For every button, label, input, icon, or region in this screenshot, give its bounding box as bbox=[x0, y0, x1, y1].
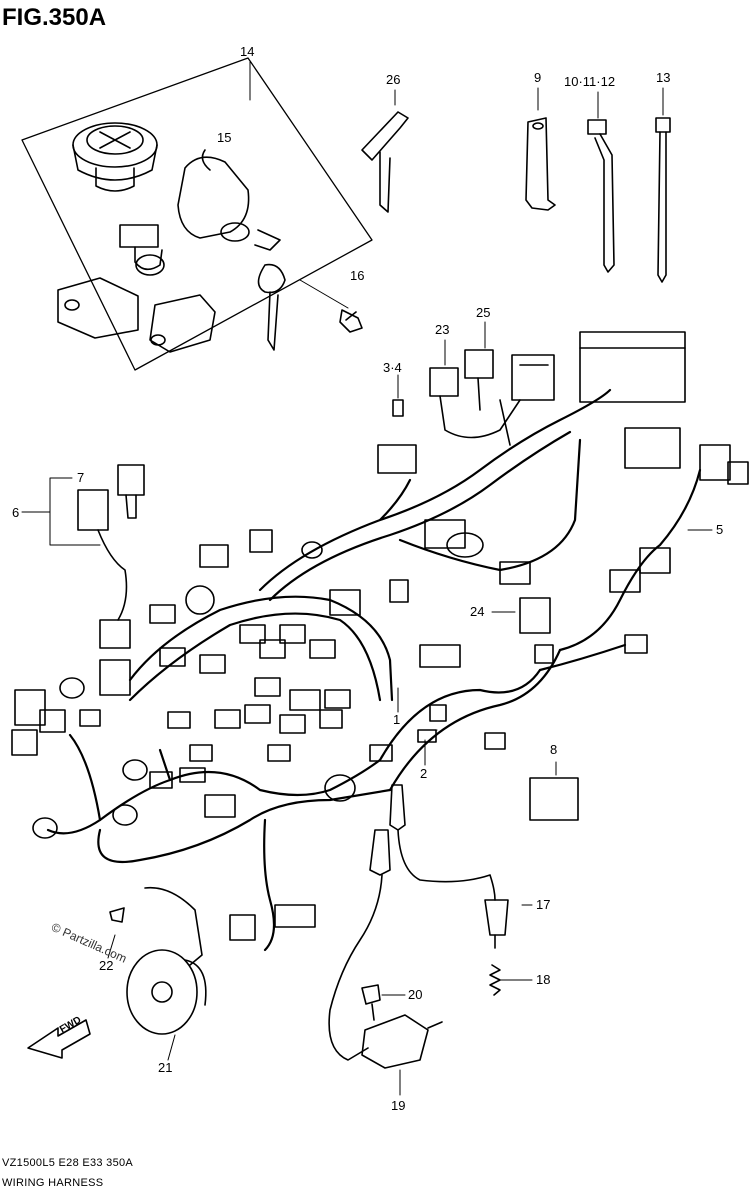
callout-14: 14 bbox=[240, 44, 255, 59]
sensor-17 bbox=[389, 784, 509, 949]
callout-6: 6 bbox=[12, 505, 20, 520]
cable-tie-10-12 bbox=[587, 91, 615, 273]
ignition-kit-box bbox=[21, 57, 373, 371]
sensor-19 bbox=[328, 829, 443, 1069]
ignition-switch-part bbox=[177, 149, 286, 351]
part-2 bbox=[417, 729, 437, 743]
leader-lines bbox=[107, 529, 713, 1096]
callout-5: 5 bbox=[716, 522, 724, 537]
callout-23: 23 bbox=[435, 322, 450, 337]
callout-8: 8 bbox=[550, 742, 558, 757]
callout-26: 26 bbox=[386, 72, 401, 87]
main-harness bbox=[46, 388, 702, 952]
callout-10-11-12: 10·11·12 bbox=[564, 74, 616, 89]
callout-17: 17 bbox=[536, 897, 551, 912]
bracket-9 bbox=[525, 87, 556, 211]
label-8 bbox=[529, 777, 579, 821]
callout-16: 16 bbox=[350, 268, 365, 283]
fwd-arrow-icon bbox=[27, 1019, 91, 1059]
relay-parts bbox=[429, 321, 686, 469]
callout-2: 2 bbox=[420, 766, 428, 781]
diagram-caption: WIRING HARNESS bbox=[2, 1177, 104, 1189]
callout-18: 18 bbox=[536, 972, 551, 987]
model-code: VZ1500L5 E28 E33 350A bbox=[2, 1157, 134, 1169]
cable-tie-13 bbox=[655, 87, 671, 283]
key-26 bbox=[361, 89, 409, 213]
harness-connectors bbox=[11, 444, 749, 941]
cap-ring-part bbox=[72, 122, 158, 192]
screw-16 bbox=[299, 279, 363, 333]
fuse-3-4 bbox=[392, 374, 404, 417]
callout-9: 9 bbox=[534, 70, 542, 85]
callout-1: 1 bbox=[393, 712, 401, 727]
callout-22: 22 bbox=[99, 958, 114, 973]
horn-21 bbox=[109, 886, 207, 1035]
spring-18 bbox=[489, 964, 501, 996]
sub-harness-6 bbox=[21, 464, 145, 649]
callout-20: 20 bbox=[408, 987, 423, 1002]
callout-21: 21 bbox=[158, 1060, 173, 1075]
callout-25: 25 bbox=[476, 305, 491, 320]
callout-13: 13 bbox=[656, 70, 671, 85]
switch-connectors bbox=[57, 224, 216, 353]
callout-15: 15 bbox=[217, 130, 232, 145]
callout-3-4: 3·4 bbox=[383, 360, 402, 375]
callout-7: 7 bbox=[77, 470, 85, 485]
figure-title: FIG.350A bbox=[2, 4, 107, 31]
callout-24: 24 bbox=[470, 604, 485, 619]
callout-19: 19 bbox=[391, 1098, 406, 1113]
